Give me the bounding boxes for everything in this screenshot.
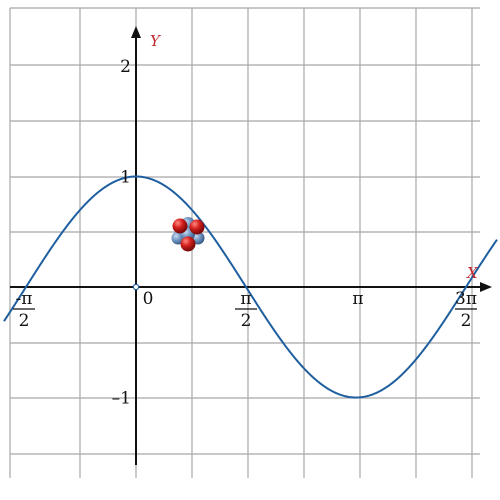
x-axis-arrow bbox=[480, 282, 492, 292]
x-tick-denominator: 2 bbox=[241, 311, 252, 331]
cosine-curve bbox=[3, 175, 498, 399]
y-axis-label: Y bbox=[150, 32, 162, 50]
x-tick-label: 0 bbox=[143, 289, 154, 309]
x-tick-denominator: 2 bbox=[461, 311, 472, 331]
grid bbox=[9, 7, 480, 478]
origin-marker bbox=[132, 283, 140, 291]
axes bbox=[10, 26, 492, 465]
x-tick-numerator: π bbox=[240, 289, 251, 309]
x-tick-numerator: -π bbox=[16, 289, 33, 309]
y-axis-arrow bbox=[131, 26, 141, 38]
x-tick-label: π bbox=[352, 289, 363, 309]
x-tick-denominator: 2 bbox=[19, 311, 30, 331]
y-tick-label: –1 bbox=[112, 389, 131, 409]
x-tick-numerator: 3π bbox=[455, 289, 477, 309]
y-tick-label: 1 bbox=[120, 168, 131, 188]
y-tick-label: 2 bbox=[120, 57, 131, 77]
x-axis-label: X bbox=[466, 264, 479, 282]
molecule-icon bbox=[171, 217, 205, 252]
